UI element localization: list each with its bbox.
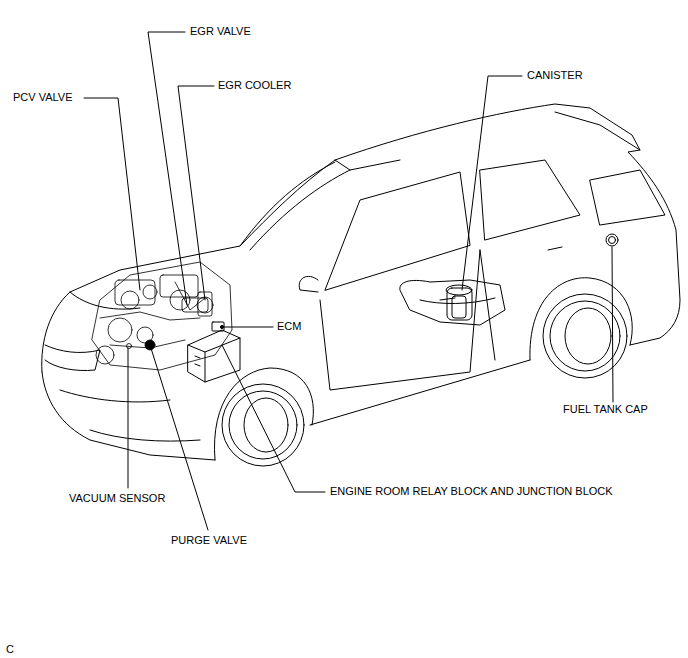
part-label: CANISTER (526, 69, 584, 82)
part-label: VACUUM SENSOR (68, 492, 166, 505)
part-label: C (5, 643, 15, 656)
part-label: PURGE VALVE (170, 534, 248, 547)
part-label: ENGINE ROOM RELAY BLOCK AND JUNCTION BLO… (329, 485, 614, 498)
part-label: EGR COOLER (217, 79, 292, 92)
part-label: PCV VALVE (12, 91, 74, 104)
part-label: EGR VALVE (189, 25, 252, 38)
part-label: ECM (276, 320, 302, 333)
part-label: FUEL TANK CAP (562, 403, 649, 416)
